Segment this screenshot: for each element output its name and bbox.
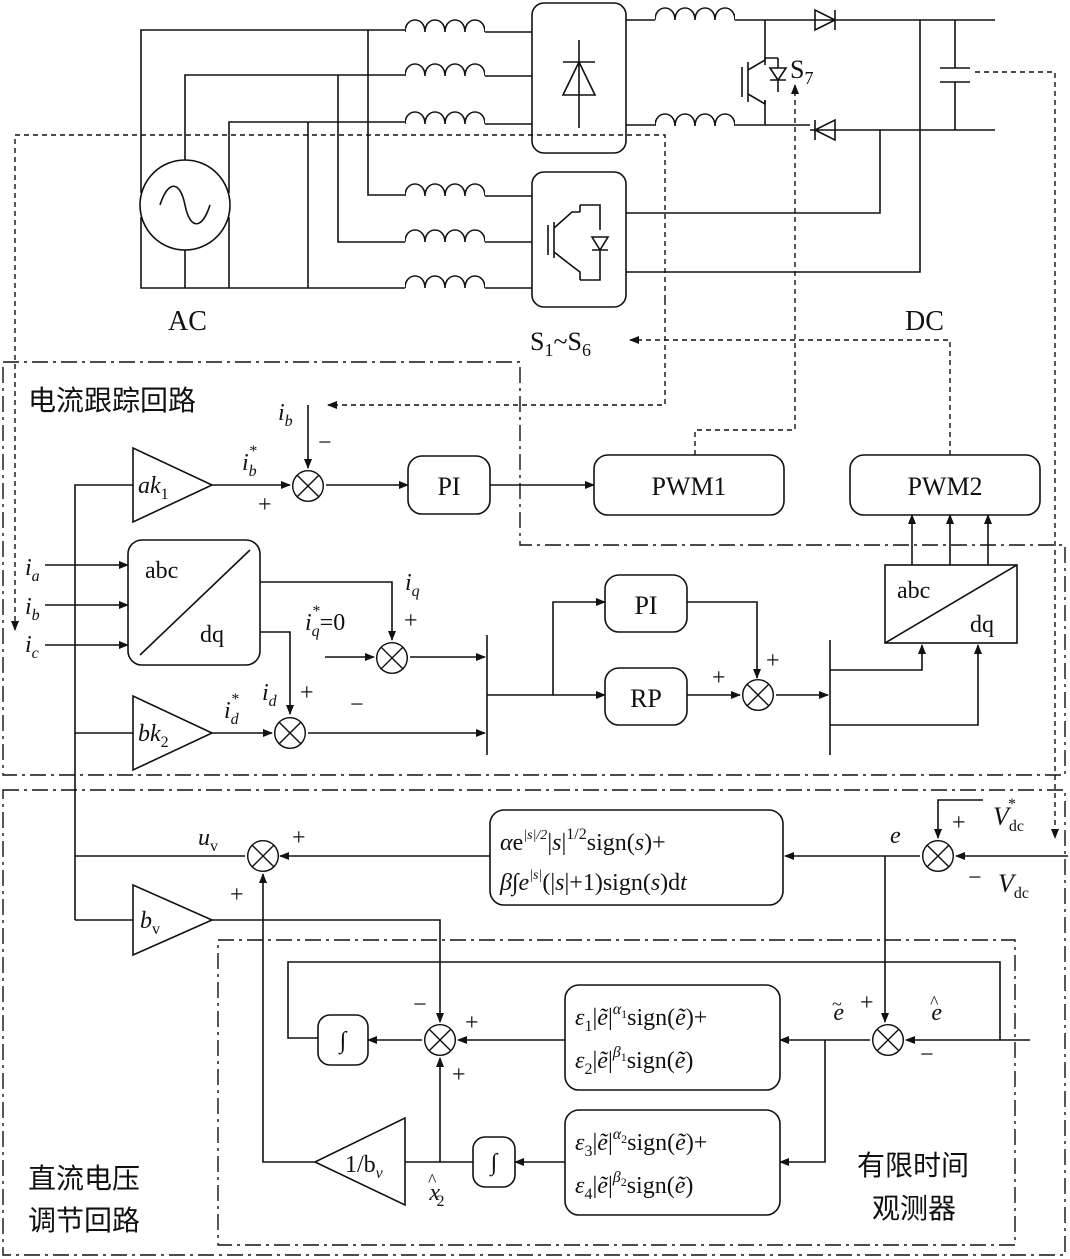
igbt-icon xyxy=(547,204,610,281)
observer-block-1 xyxy=(564,984,781,1091)
e-hat-label: e^ xyxy=(930,992,942,1026)
upper-diode-icon xyxy=(810,8,860,32)
integrator-1 xyxy=(317,1014,369,1066)
pi-2-label: PI xyxy=(634,591,657,620)
s7-switch-icon xyxy=(741,57,788,105)
sum-observer xyxy=(871,1023,905,1057)
integ1-label: ∫ xyxy=(338,1028,348,1055)
abc-label: abc xyxy=(145,558,178,584)
obs1-line-2: ε2|ẽ|β1sign(ẽ) xyxy=(575,1044,693,1078)
measurement-wires xyxy=(11,71,1059,839)
iq-star-label: iq*=0 xyxy=(305,603,345,640)
pwm2-label: PWM2 xyxy=(907,472,982,501)
inv-bv-label: 1/bv xyxy=(345,1152,384,1182)
uv-label: uv xyxy=(198,825,218,855)
smc-law-block xyxy=(489,809,784,906)
ib-minus: − xyxy=(318,430,332,456)
ib-star-label: ib* xyxy=(242,443,257,480)
rp-block xyxy=(604,667,688,726)
integ2-label: ∫ xyxy=(489,1150,499,1177)
pwm1-label: PWM1 xyxy=(651,472,726,501)
pwm1-block xyxy=(593,454,785,516)
sum-iq xyxy=(375,641,409,675)
gain-bk2 xyxy=(132,694,214,772)
rp-label: RP xyxy=(630,684,662,713)
sum-ib xyxy=(291,469,325,503)
obs1-line-1: ε1|ẽ|α1sign(ẽ)+ xyxy=(575,1001,707,1035)
s7-label: S7 xyxy=(790,55,813,88)
obs2-line-1: ε3|ẽ|α2sign(ẽ)+ xyxy=(575,1126,707,1160)
abc2-label: abc xyxy=(897,578,930,604)
sum-uv xyxy=(246,839,280,873)
id-plus: + xyxy=(300,680,314,706)
gain-bv xyxy=(132,883,214,957)
s1-s6-label: S1~S6 xyxy=(530,327,591,360)
smc-line-2: β∫e|s|(|s|+1)sign(s)dt xyxy=(499,868,688,897)
ic-label: ic xyxy=(25,632,39,662)
pi-plus: + xyxy=(766,648,780,674)
lower-diode-icon xyxy=(810,118,860,142)
obs-plus: + xyxy=(860,990,874,1016)
dc-capacitor xyxy=(940,20,970,130)
gain-inv-bv xyxy=(313,1116,406,1207)
obs2-line-2: ε4|ẽ|β2sign(ẽ) xyxy=(575,1169,693,1203)
vdc-minus: − xyxy=(968,865,982,891)
pwm2-block xyxy=(849,454,1041,516)
voltage-loop-title-2: 调节回路 xyxy=(28,1204,140,1237)
voltage-loop-region xyxy=(2,789,1066,1256)
x2-hat-label: x^2 xyxy=(428,1170,444,1210)
observer-block-2 xyxy=(564,1109,781,1216)
pi-block-2 xyxy=(604,574,688,633)
dq2-label: dq xyxy=(970,612,994,638)
ia-label: ia xyxy=(25,555,40,585)
pi-1-label: PI xyxy=(437,472,460,501)
observer-title-2: 观测器 xyxy=(872,1192,956,1225)
bv-label: bv xyxy=(140,908,160,938)
iq-star-minus: − xyxy=(350,692,364,718)
e-label: e xyxy=(890,823,901,849)
current-loop: ib − ak1 ib* + PI PWM1 PWM2 abc dq ia ib… xyxy=(25,400,1041,920)
rp-plus: + xyxy=(712,665,726,691)
current-loop-region xyxy=(2,361,1066,776)
dq-label: dq xyxy=(200,622,224,648)
diode-icon xyxy=(561,40,597,128)
vdc-star-label: Vdc* xyxy=(993,796,1024,835)
voltage-loop: Vdc* + − Vdc e αe|s|/2|s|1/2sign(s)+ β∫e… xyxy=(75,796,1068,1216)
sum-inner xyxy=(423,1023,457,1057)
inner-minus: − xyxy=(413,992,427,1018)
ac-label: AC xyxy=(168,306,207,337)
igbt-inverter xyxy=(531,171,627,308)
current-loop-title: 电流跟踪回路 xyxy=(28,384,196,417)
observer-title-1: 有限时间 xyxy=(857,1149,969,1182)
dc-label: DC xyxy=(905,306,944,337)
uv-plus: + xyxy=(230,882,244,908)
sum-pr xyxy=(741,678,775,712)
sum-vdc xyxy=(921,839,955,873)
ak1-label: ak1 xyxy=(138,473,169,503)
ib-top-label: ib xyxy=(278,400,293,430)
vdc-star-plus: + xyxy=(952,810,966,836)
vdc-label: Vdc xyxy=(998,869,1029,902)
ac-sine-icon xyxy=(159,185,211,225)
inner-plus: + xyxy=(452,1062,466,1088)
obs-minus: − xyxy=(920,1042,934,1068)
smc-line-1: αe|s|/2|s|1/2sign(s)+ xyxy=(500,826,666,856)
observer-region xyxy=(217,939,1016,1246)
id-star-label: id* xyxy=(224,691,240,728)
sum-id xyxy=(273,716,307,750)
ib-label: ib xyxy=(25,594,40,624)
e-tilde-label: e~ xyxy=(832,994,844,1026)
iq-label: iq xyxy=(405,570,420,600)
id-label: id xyxy=(262,680,278,710)
obs1-plus: + xyxy=(465,1010,479,1036)
power-stage: S7 AC DC S1~S6 xyxy=(139,2,995,360)
bk2-label: bk2 xyxy=(138,721,169,751)
smc-plus: + xyxy=(292,825,306,851)
ib-star-plus: + xyxy=(258,492,272,518)
iq-plus: + xyxy=(404,608,418,634)
voltage-loop-title-1: 直流电压 xyxy=(28,1162,140,1195)
